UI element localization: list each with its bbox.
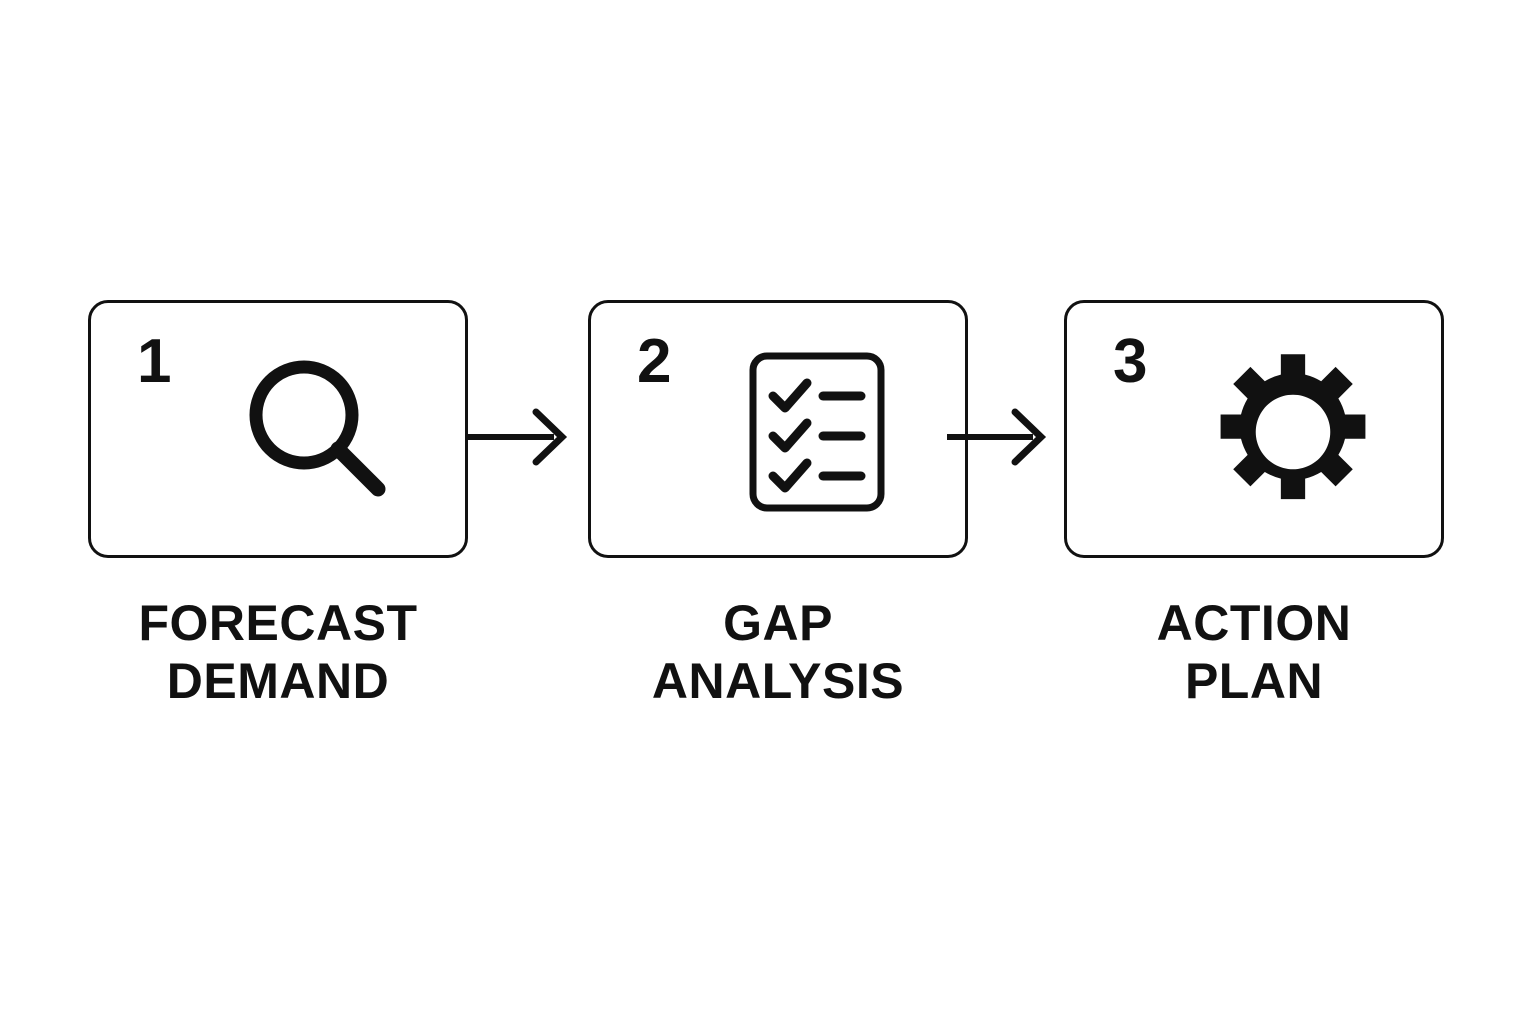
step-label-3: ACTION PLAN: [1156, 595, 1352, 709]
step-label-1: FORECAST DEMAND: [138, 595, 418, 709]
magnifier-icon: [232, 347, 402, 517]
gear-icon: [1212, 351, 1374, 513]
step-number-1: 1: [137, 327, 171, 396]
checklist-icon: [749, 352, 885, 512]
step-number-3: 3: [1113, 327, 1147, 396]
step-1-icon-area: [91, 303, 471, 561]
step-3-icon-area: [1067, 303, 1447, 561]
step-card-1[interactable]: 1: [88, 300, 468, 558]
step-label-2: GAP ANALYSIS: [651, 595, 905, 709]
arrow-step2-to-step3: [947, 404, 1067, 470]
step-2-icon-area: [591, 303, 971, 561]
step-number-2: 2: [637, 327, 671, 396]
arrow-step1-to-step2: [468, 404, 588, 470]
step-card-3-frame: 3: [1064, 300, 1444, 558]
step-card-2[interactable]: 2: [588, 300, 968, 558]
step-card-2-frame: 2: [588, 300, 968, 558]
step-card-3[interactable]: 3: [1064, 300, 1444, 558]
step-card-1-frame: 1: [88, 300, 468, 558]
